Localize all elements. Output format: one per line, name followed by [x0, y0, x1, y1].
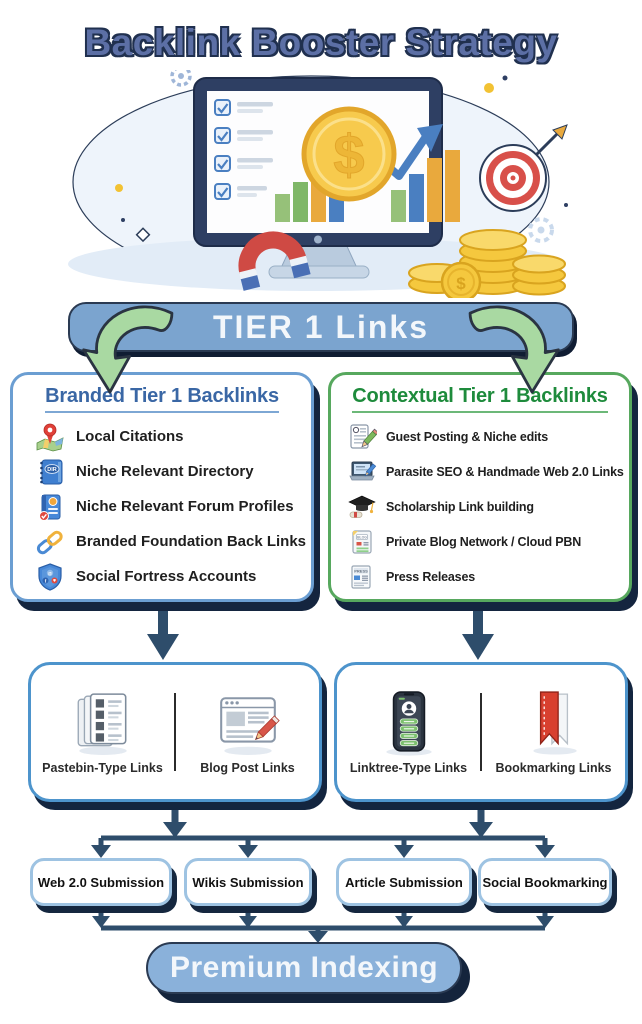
- list-item: PRESS Press Releases: [337, 559, 623, 594]
- page-title: Backlink Booster Strategy: [84, 22, 558, 63]
- contextual-heading: Contextual Tier 1 Backlinks: [352, 385, 608, 413]
- article-submission-box: Article Submission: [336, 858, 472, 906]
- blog-network-icon: BLOG: [352, 529, 372, 554]
- web20-submission-box: Web 2.0 Submission: [30, 858, 172, 906]
- hero-illustration: $: [61, 65, 581, 303]
- magnet-icon: [238, 231, 311, 291]
- directory-book-icon: DIR: [40, 459, 63, 484]
- divider: [174, 693, 176, 771]
- social-shield-icon: @ f: [38, 562, 62, 591]
- social-bookmarking-box: Social Bookmarking: [478, 858, 612, 906]
- list-item: Niche Relevant Forum Profiles: [19, 489, 305, 524]
- list-item: Scholarship Link building: [337, 489, 623, 524]
- curved-arrow-left-icon: [82, 305, 174, 394]
- checklist-icon: [214, 99, 273, 200]
- social-bookmarking-label: Social Bookmarking: [482, 874, 608, 890]
- curved-arrow-right-icon: [468, 305, 560, 394]
- svg-text:DIR: DIR: [47, 467, 57, 473]
- linktree-links-label: Linktree-Type Links: [349, 760, 468, 775]
- forum-profile-icon: [39, 494, 61, 521]
- premium-indexing-pill: Premium Indexing: [146, 942, 462, 994]
- premium-indexing-label: Premium Indexing: [169, 951, 439, 984]
- pastebin-links-label: Pastebin-Type Links: [42, 760, 163, 775]
- blog-post-page-icon: [219, 696, 280, 755]
- blog-post-links-figure: Blog Post Links: [176, 690, 319, 775]
- dot-decor: [115, 184, 123, 192]
- list-item: Local Citations: [19, 419, 305, 454]
- target-icon: [479, 124, 568, 212]
- bookmarking-links-figure: Bookmarking Links: [482, 690, 625, 775]
- linktree-phone-icon: [385, 690, 432, 756]
- pastebin-blogpost-box: Pastebin-Type Links Blog Post L: [28, 662, 322, 802]
- divider: [480, 693, 482, 771]
- contextual-tier1-box: Contextual Tier 1 Backlinks Guest Postin…: [328, 372, 632, 602]
- graduation-cap-icon: [348, 495, 376, 518]
- svg-text:$: $: [333, 123, 364, 186]
- list-item: Parasite SEO & Handmade Web 2.0 Links: [337, 454, 624, 489]
- list-item: DIR Niche Relevant Directory: [19, 454, 305, 489]
- guest-post-icon: [350, 423, 377, 449]
- svg-text:PRESS: PRESS: [354, 568, 368, 573]
- pastebin-links-figure: Pastebin-Type Links: [31, 690, 174, 775]
- bookmarking-links-label: Bookmarking Links: [495, 760, 612, 775]
- coin-stack-icon: $: [408, 229, 566, 303]
- list-item: BLOG Private Blog Network / Cloud PBN: [337, 524, 623, 559]
- list-item: @ f Social Fortress Accounts: [19, 559, 305, 594]
- branded-heading: Branded Tier 1 Backlinks: [45, 385, 279, 413]
- list-item: Guest Posting & Niche edits: [337, 419, 623, 454]
- bookmark-ribbon-icon: [532, 690, 577, 755]
- web20-submission-label: Web 2.0 Submission: [37, 874, 165, 890]
- svg-text:$: $: [456, 274, 466, 293]
- tier1-banner-label: TIER 1 Links: [212, 308, 430, 345]
- article-submission-label: Article Submission: [345, 874, 463, 890]
- dollar-coin-icon: $: [301, 106, 397, 202]
- gear-icon: [528, 217, 554, 243]
- svg-text:f: f: [45, 579, 47, 584]
- press-release-icon: PRESS: [351, 564, 371, 589]
- dot-decor: [484, 83, 494, 93]
- wikis-submission-box: Wikis Submission: [184, 858, 312, 906]
- bar-chart-icon: [275, 150, 460, 222]
- monitor-analytics-illustration: $: [68, 65, 568, 303]
- chain-link-icon: [36, 530, 63, 554]
- gear-icon: [170, 65, 192, 87]
- linktree-links-figure: Linktree-Type Links: [337, 690, 480, 775]
- laptop-edit-icon: [349, 461, 377, 480]
- svg-text:@: @: [48, 570, 53, 575]
- pastebin-docs-icon: [77, 692, 127, 755]
- svg-text:BLOG: BLOG: [357, 535, 367, 539]
- branded-tier1-box: Branded Tier 1 Backlinks Local Citations: [10, 372, 314, 602]
- linktree-bookmarking-box: Linktree-Type Links Bookmarking Links: [334, 662, 628, 802]
- map-pin-icon: [36, 423, 64, 451]
- blog-post-links-label: Blog Post Links: [200, 760, 295, 775]
- list-item: Branded Foundation Back Links: [19, 524, 306, 559]
- wikis-submission-label: Wikis Submission: [192, 874, 304, 890]
